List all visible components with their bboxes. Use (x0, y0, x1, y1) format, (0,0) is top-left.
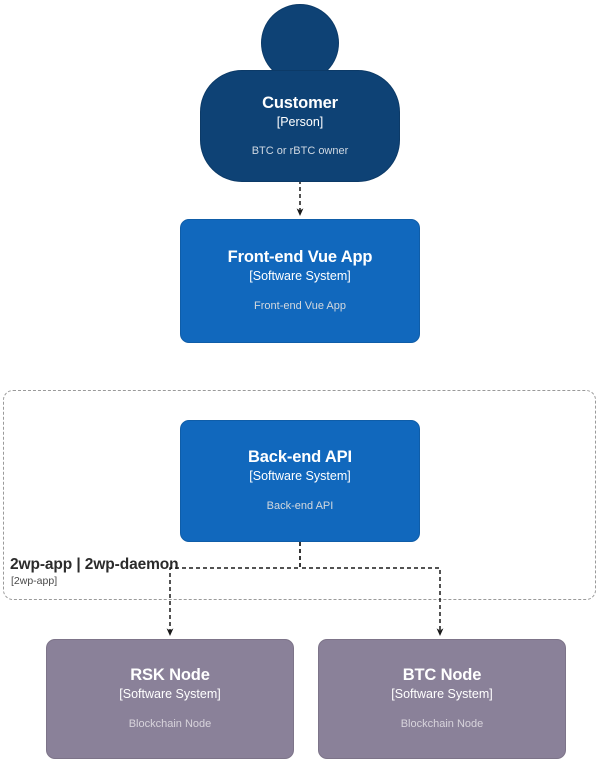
boundary-sublabel: [2wp-app] (11, 575, 58, 587)
node-type: [Software System] (249, 269, 351, 284)
node-description: Back-end API (266, 500, 334, 513)
node-title: BTC Node (402, 666, 482, 685)
node-type: [Software System] (249, 469, 351, 484)
node-type: [Software System] (119, 687, 221, 702)
node-rsk-node[interactable]: RSK Node [Software System] Blockchain No… (46, 639, 294, 759)
node-description: Front-end Vue App (254, 300, 346, 313)
node-type: [Person] (276, 114, 324, 129)
node-type: [Software System] (391, 687, 493, 702)
node-title: RSK Node (130, 666, 210, 685)
boundary-label: 2wp-app | 2wp-daemon (10, 556, 179, 573)
node-title: Customer (262, 93, 338, 112)
person-head-icon (261, 4, 339, 82)
node-frontend-vue-app[interactable]: Front-end Vue App [Software System] Fron… (180, 219, 420, 343)
node-description: BTC or rBTC owner (251, 144, 349, 157)
node-customer[interactable]: Customer [Person] BTC or rBTC owner (200, 4, 400, 182)
node-title: Back-end API (248, 448, 352, 467)
node-title: Front-end Vue App (227, 248, 373, 267)
node-btc-node[interactable]: BTC Node [Software System] Blockchain No… (318, 639, 566, 759)
node-description: Blockchain Node (400, 718, 484, 731)
person-body: Customer [Person] BTC or rBTC owner (200, 70, 400, 182)
node-backend-api[interactable]: Back-end API [Software System] Back-end … (180, 420, 420, 542)
node-description: Blockchain Node (128, 718, 212, 731)
